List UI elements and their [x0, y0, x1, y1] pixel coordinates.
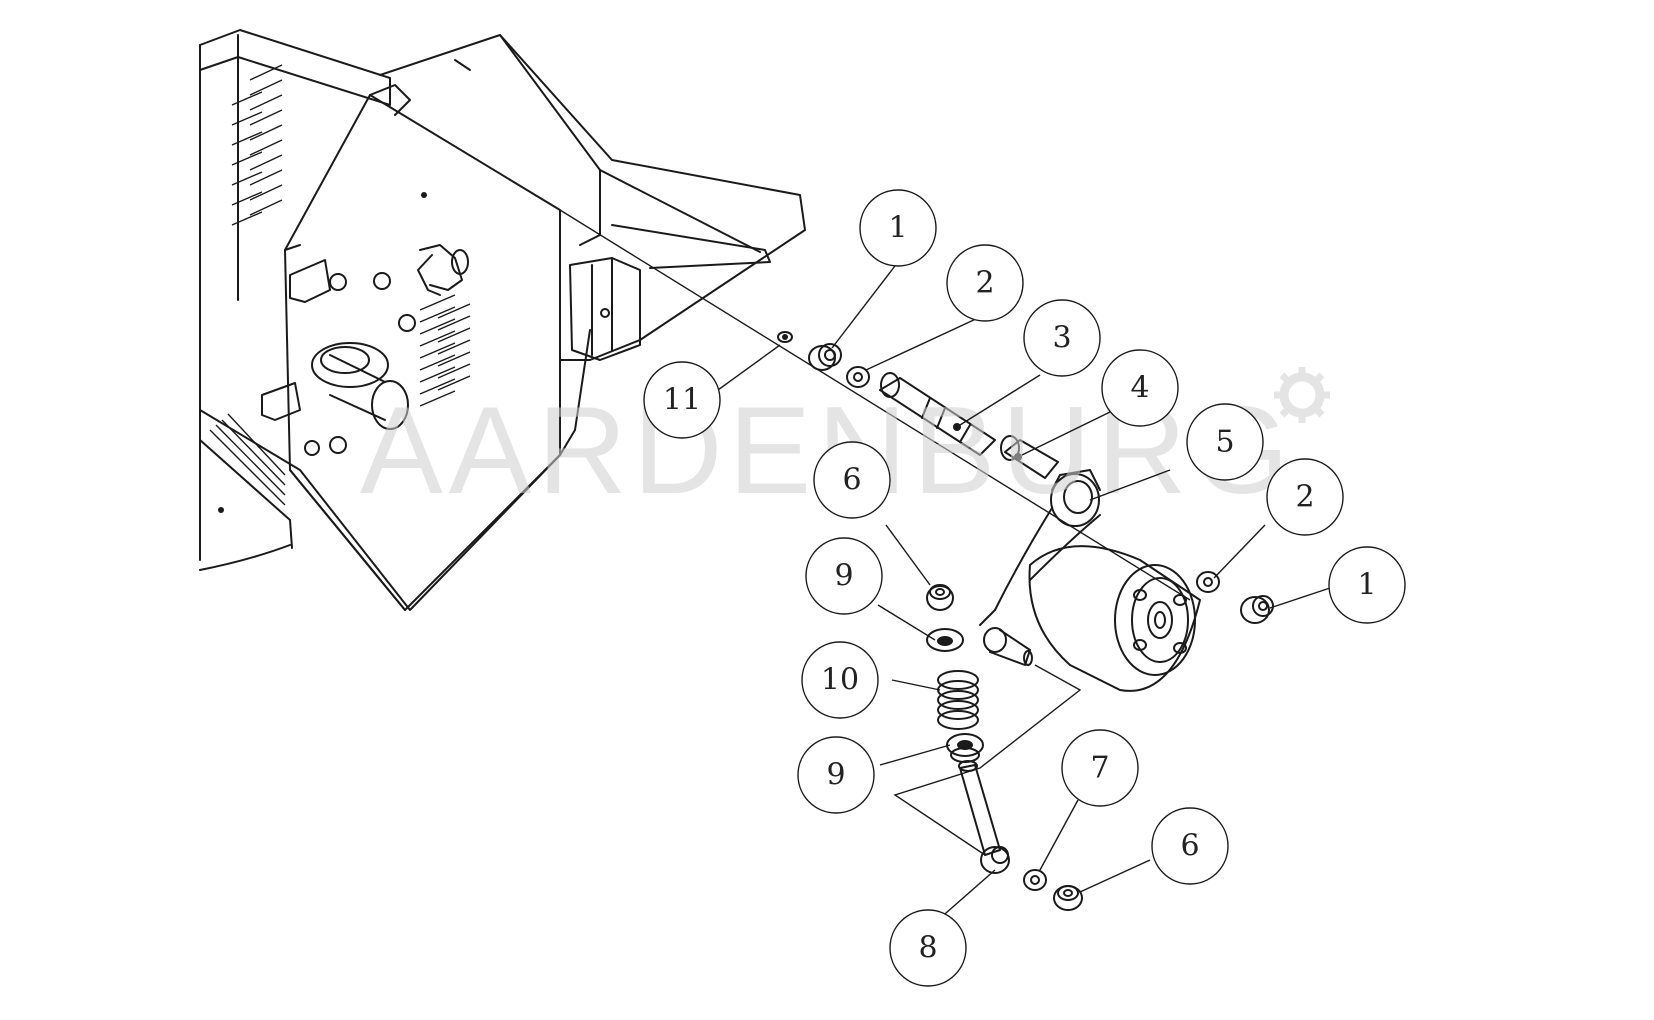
- part-3-shaft: [879, 372, 996, 456]
- svg-text:1: 1: [888, 211, 907, 246]
- part-1-nut-upper: [808, 343, 842, 371]
- gearbox-housing: [199, 29, 806, 611]
- output-shaft-stub: [311, 342, 409, 430]
- svg-text:9: 9: [834, 559, 853, 594]
- svg-text:10: 10: [821, 663, 859, 698]
- callout-6-upper: 6: [813, 441, 891, 519]
- svg-text:2: 2: [975, 266, 994, 301]
- part-9-spring-cup-lower: [946, 733, 984, 763]
- part-11-grease-nipple: [777, 331, 793, 343]
- callout-3: 3: [1023, 299, 1101, 377]
- part-6-nut-lower: [1053, 885, 1083, 911]
- callout-4: 4: [1101, 349, 1179, 427]
- svg-text:1: 1: [1357, 568, 1376, 603]
- callout-2-upper: 2: [946, 244, 1024, 322]
- part-5-tensioner-arm-pulley: [979, 469, 1201, 692]
- svg-text:5: 5: [1215, 425, 1234, 460]
- vent-slots-upper: [231, 64, 283, 226]
- callout-11: 11: [643, 361, 721, 439]
- part-10-spring: [937, 670, 979, 730]
- part-9-spring-cup-upper: [926, 628, 964, 652]
- svg-text:8: 8: [918, 931, 937, 966]
- svg-text:6: 6: [1180, 829, 1199, 864]
- callout-6-lower: 6: [1151, 807, 1229, 885]
- svg-text:9: 9: [826, 758, 845, 793]
- svg-text:2: 2: [1295, 480, 1314, 515]
- assembly-axis-line: [559, 209, 1191, 601]
- callout-1-lower: 1: [1328, 546, 1406, 624]
- svg-text:3: 3: [1052, 321, 1071, 356]
- part-2-washer-lower: [1196, 571, 1220, 593]
- part-6-nut-upper: [926, 584, 954, 611]
- svg-text:6: 6: [842, 463, 861, 498]
- svg-text:4: 4: [1130, 371, 1149, 406]
- part-7-washer: [1023, 869, 1047, 891]
- callout-9-upper: 9: [805, 537, 883, 615]
- part-8-eye-bolt: [958, 760, 1010, 874]
- watermark-gear-icon: [1274, 367, 1330, 423]
- vent-slots-front: [419, 294, 471, 407]
- callout-7: 7: [1061, 729, 1139, 807]
- assembly-relation-lines: [893, 664, 1082, 856]
- part-1-nut-lower: [1240, 595, 1274, 624]
- svg-text:7: 7: [1090, 751, 1109, 786]
- part-4-bushing: [1000, 435, 1059, 479]
- callout-5: 5: [1186, 403, 1264, 481]
- callout-10: 10: [801, 641, 879, 719]
- callout-1-upper: 1: [859, 189, 937, 267]
- leader-lines: [717, 261, 1331, 921]
- part-2-washer-upper: [846, 366, 870, 388]
- callout-2-lower: 2: [1266, 458, 1344, 536]
- callout-9-lower: 9: [797, 736, 875, 814]
- svg-text:11: 11: [663, 383, 701, 418]
- callout-8: 8: [889, 909, 967, 987]
